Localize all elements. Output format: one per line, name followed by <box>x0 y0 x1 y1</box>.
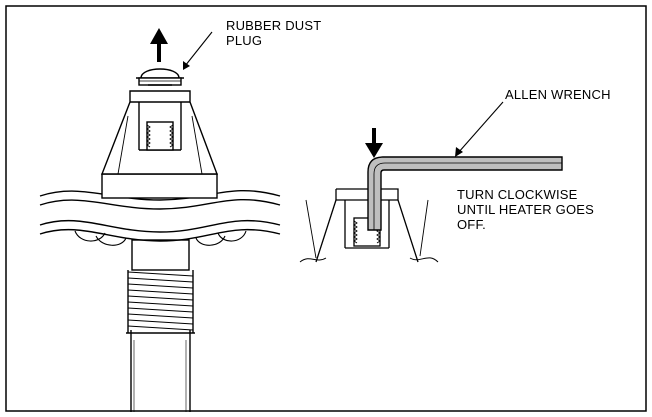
heater-rod <box>130 330 191 412</box>
instruction-line3: OFF. <box>457 217 486 232</box>
heater-assembly <box>39 31 281 412</box>
dust-plug-label-line2: PLUG <box>226 33 262 48</box>
rubber-dust-plug <box>136 68 184 86</box>
arrow-up-icon <box>150 28 168 62</box>
dust-plug-leader-line <box>184 31 213 67</box>
diagram-frame <box>5 5 647 412</box>
threaded-section <box>126 270 195 334</box>
lower-coupling <box>131 239 190 271</box>
tank-wall <box>39 190 281 246</box>
hex-base <box>101 173 218 199</box>
instruction-line2: UNTIL HEATER GOES <box>457 202 594 217</box>
allen-wrench-leader-line <box>457 101 504 154</box>
dust-plug-label-line1: RUBBER DUST <box>226 18 321 33</box>
allen-wrench-label: ALLEN WRENCH <box>505 87 611 102</box>
detail-housing <box>299 188 439 263</box>
allen-wrench <box>367 156 563 231</box>
arrow-down-icon <box>365 128 383 158</box>
instruction-line1: TURN CLOCKWISE <box>457 187 578 202</box>
wrench-detail <box>299 101 563 263</box>
thermostat-housing <box>100 90 219 175</box>
